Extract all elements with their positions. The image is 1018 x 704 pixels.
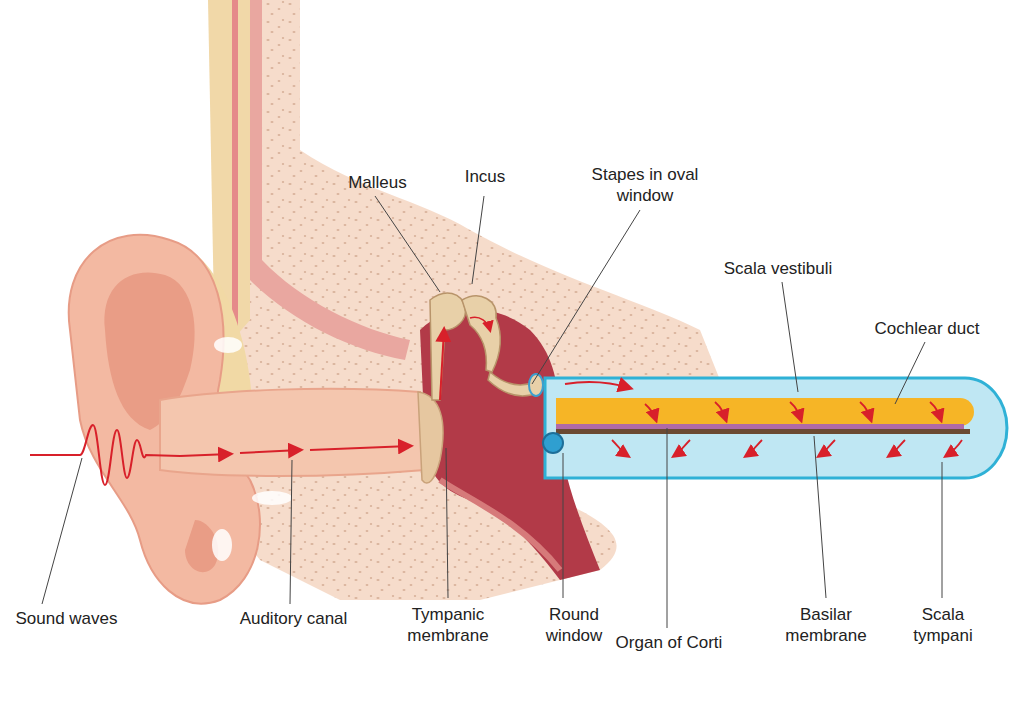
part-label: Scala tympani bbox=[898, 604, 988, 646]
part-label: Incus bbox=[450, 166, 520, 187]
fluid-arrow bbox=[565, 382, 630, 388]
part-label: Scala vestibuli bbox=[708, 258, 848, 279]
tympanic-membrane bbox=[418, 392, 443, 483]
skin-strip-line bbox=[232, 0, 238, 335]
organ-of-corti-band bbox=[556, 424, 964, 429]
part-label: Basilar membrane bbox=[778, 604, 874, 646]
cochlear-duct bbox=[556, 398, 974, 426]
part-label: Malleus bbox=[330, 172, 425, 193]
sound-arrow bbox=[180, 454, 230, 456]
eustachian-tube bbox=[440, 480, 560, 570]
part-label: Stapes in oval window bbox=[575, 164, 715, 206]
sound-wave bbox=[30, 425, 180, 485]
highlight bbox=[214, 337, 242, 353]
fluid-arrows bbox=[612, 402, 962, 456]
round-window bbox=[543, 433, 563, 453]
sound-arrow bbox=[440, 330, 444, 400]
part-label: Organ of Corti bbox=[604, 632, 734, 653]
part-label: Round window bbox=[532, 604, 616, 646]
cochlea bbox=[545, 378, 1007, 478]
part-label: Cochlear duct bbox=[852, 318, 1002, 339]
malleus bbox=[430, 293, 465, 400]
part-label: Sound waves bbox=[4, 608, 129, 629]
sound-arrow bbox=[310, 446, 410, 450]
sound-arrow bbox=[470, 317, 490, 330]
highlight bbox=[252, 491, 292, 505]
sound-arrow bbox=[240, 450, 300, 453]
auditory-canal bbox=[160, 389, 425, 476]
incus bbox=[462, 296, 500, 372]
part-label: Tympanic membrane bbox=[400, 604, 496, 646]
highlight bbox=[212, 529, 232, 561]
basilar-membrane bbox=[556, 429, 970, 434]
part-label: Auditory canal bbox=[226, 608, 361, 629]
leader-lines bbox=[42, 196, 942, 628]
